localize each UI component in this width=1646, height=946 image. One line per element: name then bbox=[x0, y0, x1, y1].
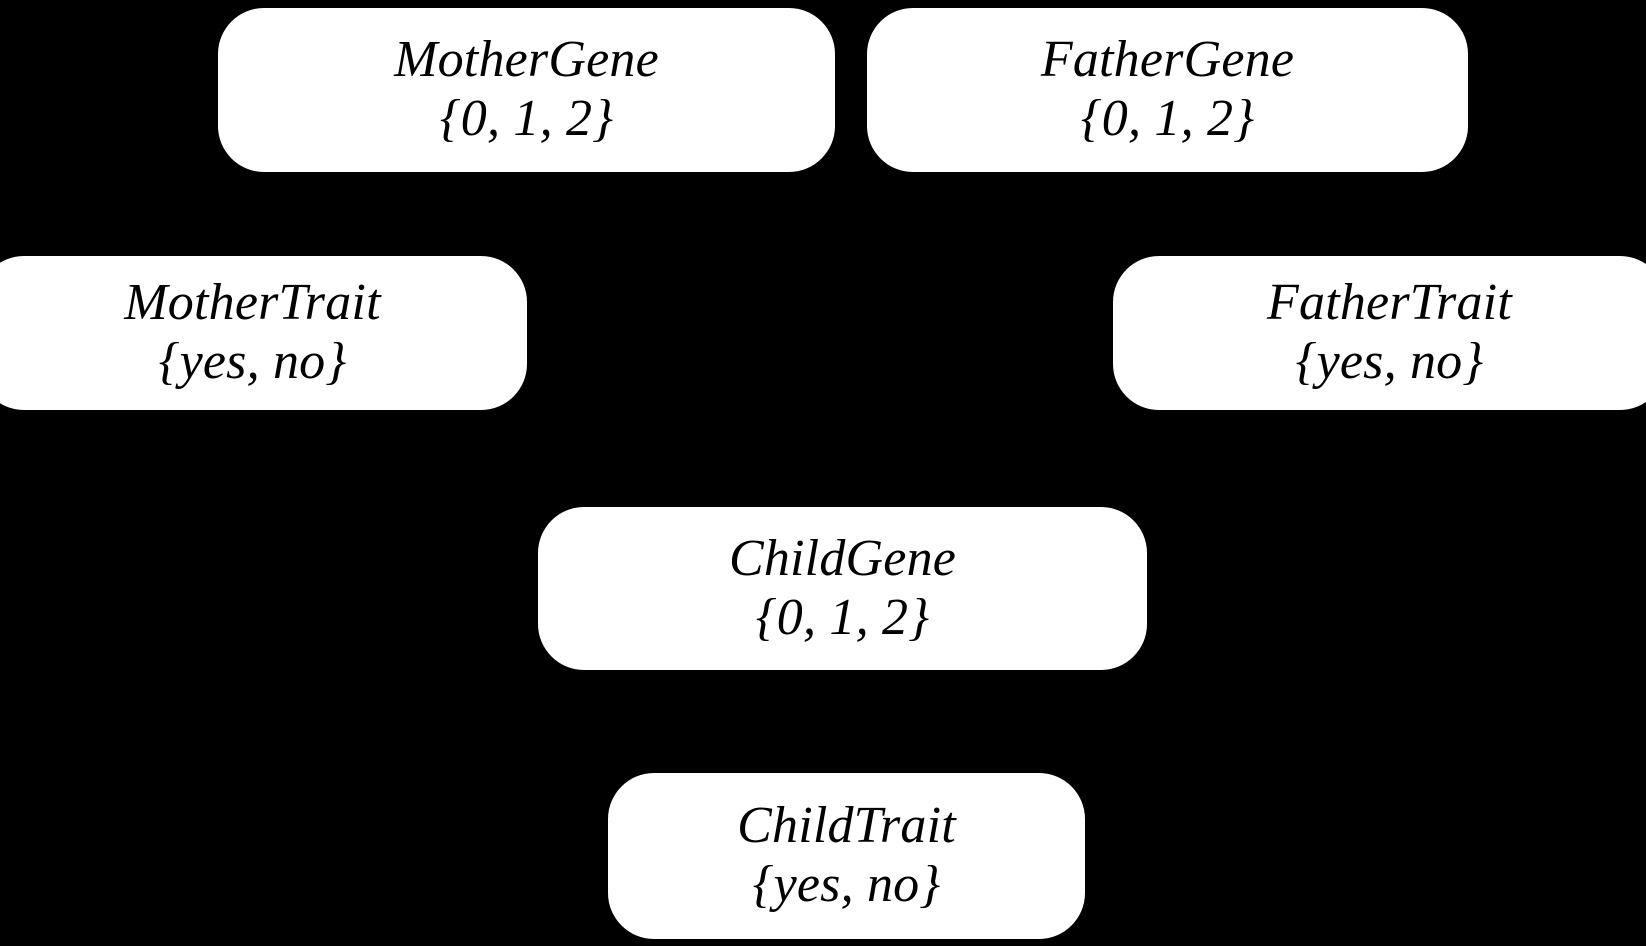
node-child-gene[interactable]: ChildGene {0, 1, 2} bbox=[538, 507, 1147, 670]
node-child-trait[interactable]: ChildTrait {yes, no} bbox=[608, 773, 1085, 939]
node-father-gene-domain: {0, 1, 2} bbox=[1080, 90, 1255, 147]
node-mother-gene[interactable]: MotherGene {0, 1, 2} bbox=[218, 8, 835, 172]
node-child-gene-title: ChildGene bbox=[728, 529, 957, 587]
node-child-trait-title: ChildTrait bbox=[737, 797, 956, 855]
node-father-gene[interactable]: FatherGene {0, 1, 2} bbox=[867, 8, 1468, 172]
node-child-gene-domain: {0, 1, 2} bbox=[755, 588, 930, 646]
node-mother-trait-title: MotherTrait bbox=[124, 274, 381, 332]
node-mother-trait[interactable]: MotherTrait {yes, no} bbox=[0, 256, 527, 410]
node-mother-gene-domain: {0, 1, 2} bbox=[439, 90, 614, 147]
node-father-trait-title: FatherTrait bbox=[1267, 274, 1512, 332]
node-child-trait-domain: {yes, no} bbox=[752, 856, 941, 913]
node-father-trait-domain: {yes, no} bbox=[1295, 333, 1484, 390]
node-father-trait[interactable]: FatherTrait {yes, no} bbox=[1113, 256, 1646, 410]
node-father-gene-title: FatherGene bbox=[1040, 31, 1295, 89]
node-mother-trait-domain: {yes, no} bbox=[158, 333, 347, 390]
node-mother-gene-title: MotherGene bbox=[394, 31, 659, 89]
